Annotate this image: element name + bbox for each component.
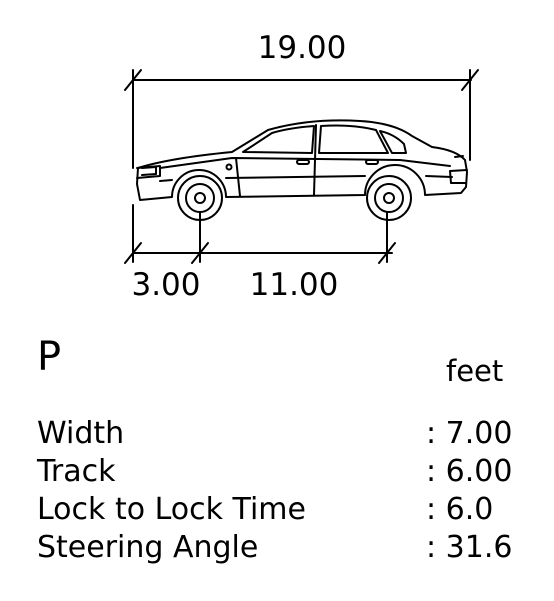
front-overhang-label: 3.00: [131, 267, 200, 303]
spec-value-steering-angle: : 31.6: [426, 530, 512, 565]
overall-length-dimension: [124, 69, 479, 169]
spec-table: Width : 7.00 Track : 6.00 Lock to Lock T…: [36, 416, 512, 565]
spec-label-steering-angle: Steering Angle: [37, 530, 258, 565]
spec-value-track: : 6.00: [426, 454, 512, 489]
spec-label-lock-to-lock-time: Lock to Lock Time: [37, 492, 306, 527]
spec-value-lock-to-lock-time: : 6.0: [426, 492, 493, 527]
wheelbase-label: 11.00: [250, 267, 339, 303]
wheelbase-dimension: [124, 204, 396, 264]
spec-label-width: Width: [37, 416, 124, 451]
units-label: feet: [446, 354, 503, 388]
vehicle-symbol: P: [37, 334, 61, 380]
spec-value-width: : 7.00: [426, 416, 512, 451]
overall-length-label: 19.00: [258, 30, 347, 66]
front-wheel-icon: [177, 175, 223, 221]
spec-label-track: Track: [36, 454, 116, 489]
sedan-side-view-icon: [136, 119, 468, 201]
rear-wheel-icon: [366, 175, 412, 221]
